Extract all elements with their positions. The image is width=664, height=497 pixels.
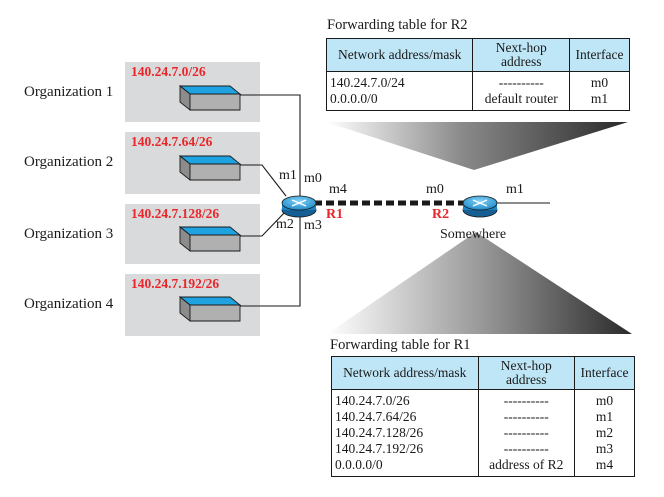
r1-port-m4: m4 [329, 182, 347, 197]
table-row: 140.24.7.128/26 ---------- m2 [331, 425, 635, 441]
cell-network: 0.0.0.0/0 [331, 457, 479, 477]
cell-network: 0.0.0.0/0 [325, 91, 474, 111]
org2-label: Organization 2 [24, 154, 114, 170]
link-org1-r1 [238, 94, 301, 196]
table-row: 140.24.7.0/26 ---------- m0 [331, 389, 635, 409]
table-header-row: Network address/mask Next-hop address In… [325, 38, 630, 72]
cell-nexthop: address of R2 [477, 457, 576, 477]
r2-table-projection [326, 122, 628, 170]
cell-nexthop: ---------- [477, 425, 576, 441]
r1-port-m0: m0 [304, 171, 322, 186]
table-row: 0.0.0.0/0 address of R2 m4 [331, 457, 635, 477]
org1-network: 140.24.7.0/26 [131, 64, 206, 79]
org4-network: 140.24.7.192/26 [131, 276, 220, 291]
cell-interface: m1 [569, 91, 630, 111]
org4-label: Organization 4 [24, 296, 114, 312]
r2-port-m1: m1 [506, 182, 524, 197]
switch-org3 [178, 226, 242, 252]
r1-table-title: Forwarding table for R1 [330, 337, 471, 353]
somewhere-label: Somewhere [440, 227, 507, 242]
router-r2-name: R2 [432, 207, 450, 222]
table-header-row: Network address/mask Next-hop address In… [331, 356, 635, 390]
header-interface: Interface [569, 38, 630, 72]
link-org3-r1 [238, 210, 287, 237]
header-interface: Interface [574, 356, 635, 390]
switch-org2 [178, 155, 242, 181]
header-network: Network address/mask [325, 38, 474, 72]
cell-interface: m2 [574, 425, 635, 441]
cell-network: 140.24.7.0/26 [331, 389, 479, 409]
cell-nexthop: ---------- [477, 389, 576, 409]
r1-forwarding-table: Network address/mask Next-hop address In… [331, 356, 635, 477]
r1-port-m3: m3 [304, 218, 322, 233]
router-r2-icon [462, 195, 498, 218]
header-nexthop: Next-hop address [477, 356, 576, 390]
cell-network: 140.24.7.0/24 [325, 71, 474, 91]
org2-network: 140.24.7.64/26 [131, 134, 213, 149]
router-r1-name: R1 [326, 207, 344, 222]
cell-interface: m0 [574, 389, 635, 409]
r1-table-projection [327, 232, 632, 334]
table-row: 140.24.7.0/24 ---------- m0 [325, 71, 630, 91]
table-row: 0.0.0.0/0 default router m1 [325, 91, 630, 111]
r1-port-m2: m2 [276, 217, 294, 232]
cell-network: 140.24.7.192/26 [331, 441, 479, 457]
r2-forwarding-table: Network address/mask Next-hop address In… [325, 38, 630, 111]
cell-nexthop: default router [472, 91, 571, 111]
cell-network: 140.24.7.128/26 [331, 425, 479, 441]
org1-label: Organization 1 [24, 84, 114, 100]
r1-port-m1: m1 [279, 168, 297, 183]
link-org4-r1 [238, 211, 301, 307]
table-row: 140.24.7.64/26 ---------- m1 [331, 409, 635, 425]
r2-port-m0: m0 [426, 182, 444, 197]
cell-nexthop: ---------- [472, 71, 571, 91]
cell-interface: m1 [574, 409, 635, 425]
cell-network: 140.24.7.64/26 [331, 409, 479, 425]
cell-nexthop: ---------- [477, 441, 576, 457]
cell-nexthop: ---------- [477, 409, 576, 425]
org3-label: Organization 3 [24, 226, 114, 242]
r2-table-title: Forwarding table for R2 [327, 17, 468, 33]
cell-interface: m4 [574, 457, 635, 477]
switch-org4 [178, 296, 242, 322]
switch-org1 [178, 85, 242, 111]
header-nexthop: Next-hop address [472, 38, 571, 72]
router-r1-icon [281, 195, 317, 218]
table-row: 140.24.7.192/26 ---------- m3 [331, 441, 635, 457]
org3-network: 140.24.7.128/26 [131, 206, 220, 221]
link-org2-r1 [238, 164, 287, 197]
header-network: Network address/mask [331, 356, 479, 390]
cell-interface: m3 [574, 441, 635, 457]
cell-interface: m0 [569, 71, 630, 91]
